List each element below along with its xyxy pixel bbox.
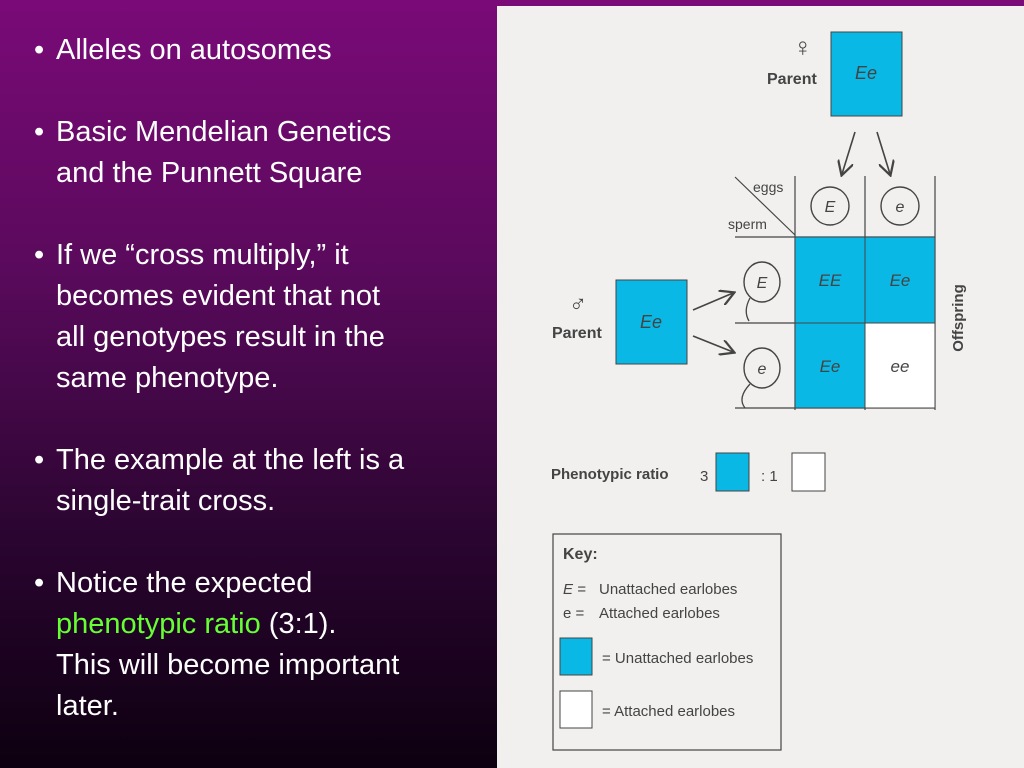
bullet-line: This will become important — [56, 649, 400, 681]
offspring-genotype: Ee — [890, 271, 911, 290]
egg-allele-E: E — [825, 199, 836, 216]
bullet-alleles: • Alleles on autosomes — [34, 30, 494, 71]
bullet-line: all genotypes result in the — [56, 321, 385, 353]
arrow-egg-e — [876, 131, 890, 174]
bullet-ratio: • Notice the expected phenotypic ratio (… — [34, 563, 494, 727]
sperm-label: sperm — [728, 216, 767, 232]
offspring-square-EE — [795, 237, 865, 323]
punnett-diagram: ♀ Parent Ee eggs sperm E e E e — [551, 31, 967, 751]
offspring-label: Offspring — [950, 284, 967, 352]
key-blue-text: = Unattached earlobes — [602, 650, 753, 667]
key-E-symbol: E = — [563, 581, 586, 598]
bullet-line: The example at the left is a — [56, 444, 405, 476]
offspring-genotype: ee — [891, 357, 910, 376]
bullet-line: single-trait cross. — [56, 485, 276, 517]
punnett-diagram-panel: ♀ Parent Ee eggs sperm E e E e — [497, 6, 1024, 768]
bullet-line: later. — [56, 690, 119, 722]
sperm-head-E — [743, 261, 781, 303]
eggs-label: eggs — [753, 179, 783, 195]
egg-circle-e — [880, 186, 920, 226]
egg-circle-E — [810, 186, 850, 226]
bullet-dot: • — [34, 34, 45, 66]
ratio-blue-square — [715, 452, 750, 492]
bullet-text: Alleles on autosomes — [56, 34, 332, 66]
male-parent-box — [615, 279, 688, 365]
offspring-genotype: EE — [819, 271, 842, 290]
key-e-symbol: e = — [563, 605, 585, 622]
key-E-text: Unattached earlobes — [599, 581, 737, 598]
female-parent-label: Parent — [767, 71, 817, 88]
key-white-text: = Attached earlobes — [602, 703, 735, 720]
sperm-allele-E: E — [757, 275, 768, 292]
arrow-egg-E — [842, 131, 856, 174]
bullet-line-highlight: phenotypic ratio (3:1). — [56, 604, 494, 645]
arrow-sperm-E — [692, 293, 733, 311]
bullet-example: • The example at the left is a single-tr… — [34, 440, 494, 522]
key-title: Key: — [563, 546, 598, 563]
diagonal-divider — [734, 176, 796, 236]
bullet-line: If we “cross multiply,” it — [56, 239, 349, 271]
sperm-tail-e — [741, 383, 751, 409]
bullet-line: and the Punnett Square — [56, 157, 363, 189]
ratio-white-square — [791, 452, 826, 492]
bullet-dot: • — [34, 116, 45, 148]
bullet-mendelian: • Basic Mendelian Genetics and the Punne… — [34, 112, 494, 194]
sperm-tail-E — [745, 297, 751, 322]
sperm-head-e — [743, 347, 781, 389]
female-parent-box — [830, 31, 903, 117]
female-icon: ♀ — [793, 32, 813, 62]
arrow-sperm-e — [692, 335, 733, 352]
offspring-genotype: Ee — [820, 357, 841, 376]
bullet-line: Notice the expected — [56, 567, 313, 599]
male-genotype: Ee — [640, 312, 662, 332]
phenotypic-ratio-label: Phenotypic ratio — [551, 466, 669, 483]
male-icon: ♂ — [569, 291, 587, 318]
bullet-cross-multiply: • If we “cross multiply,” it becomes evi… — [34, 235, 494, 399]
ratio-dominant-count: 3 — [700, 468, 708, 485]
key-white-swatch — [559, 690, 593, 729]
offspring-square-ee — [865, 323, 935, 408]
sperm-allele-e: e — [758, 361, 767, 378]
bullet-list: • Alleles on autosomes • Basic Mendelian… — [34, 30, 494, 768]
ratio-text: (3:1). — [260, 608, 337, 640]
highlight-phenotypic-ratio: phenotypic ratio — [56, 608, 261, 640]
bullet-dot: • — [34, 444, 45, 476]
bullet-line: Basic Mendelian Genetics — [56, 116, 392, 148]
bullet-line: same phenotype. — [56, 362, 279, 394]
ratio-recessive-count: : 1 — [761, 468, 778, 485]
key-blue-swatch — [559, 637, 593, 676]
bullet-dot: • — [34, 567, 45, 599]
key-e-text: Attached earlobes — [599, 605, 720, 622]
bullet-line: becomes evident that not — [56, 280, 381, 312]
offspring-square-Ee-2 — [795, 323, 865, 408]
male-parent-label: Parent — [552, 325, 602, 342]
offspring-square-Ee-1 — [865, 237, 935, 323]
egg-allele-e: e — [896, 199, 905, 216]
bullet-dot: • — [34, 239, 45, 271]
female-genotype: Ee — [855, 63, 877, 83]
